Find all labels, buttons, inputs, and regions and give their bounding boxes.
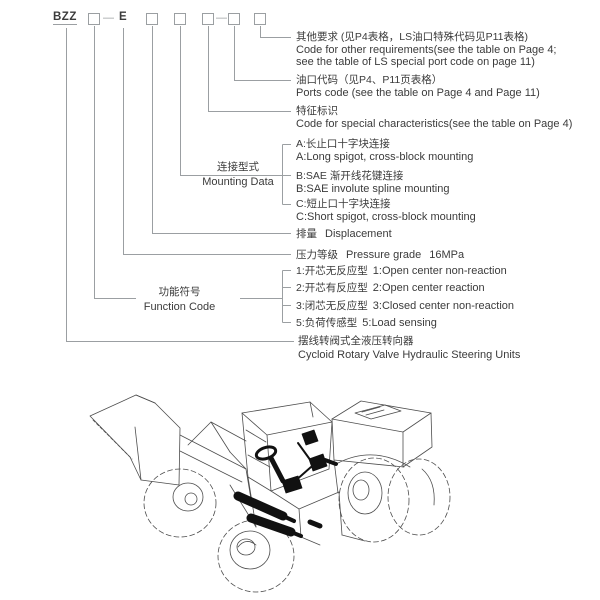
function-code-label-cn: 功能符号 <box>158 286 201 298</box>
hydraulic-cylinder-2 <box>246 513 296 537</box>
code-box-other <box>254 13 266 25</box>
mounting-option-a-en: A:Long spigot, cross-block mounting <box>296 150 474 163</box>
annotation-product-cn: 摆线转阀式全液压转向器 <box>298 335 414 347</box>
function-code-label: 功能符号 Function Code <box>143 286 216 313</box>
annotation-other-requirements-cn: 其他要求 (见P4表格，LS油口特殊代码见P11表格) <box>296 31 528 43</box>
annotation-ports-code-en: Ports code (see the table on Page 4 and … <box>296 86 540 99</box>
engine-compartment <box>331 400 433 494</box>
connector-ports-code <box>234 26 291 81</box>
code-letter-e: E <box>119 11 128 23</box>
annotation-product-en: Cycloid Rotary Valve Hydraulic Steering … <box>298 348 521 361</box>
hydraulic-cylinder-1 <box>233 491 288 521</box>
code-separator-2: — <box>216 12 227 24</box>
mounting-option-a: A:长止口十字块连接 A:Long spigot, cross-block mo… <box>296 138 473 163</box>
mounting-option-a-cn: A:长止口十字块连接 <box>296 138 390 150</box>
mounting-data-label-cn: 连接型式 <box>217 161 259 173</box>
front-near-wheel <box>217 519 295 593</box>
code-box-mounting <box>174 13 186 25</box>
connector-special-characteristics <box>208 26 291 112</box>
connector-displacement <box>152 26 291 234</box>
wheel-loader-illustration <box>89 394 451 593</box>
annotation-special-characteristics: 特征标识 Code for special characteristics(se… <box>296 105 572 130</box>
function-option-2: 2:开芯有反应型 2:Open center reaction <box>296 281 485 295</box>
annotation-special-characteristics-en: Code for special characteristics(see the… <box>296 117 573 130</box>
function-option-5-en: 5:Load sensing <box>362 317 437 329</box>
mounting-option-c: C:短止口十字块连接 C:Short spigot, cross-block m… <box>296 198 476 223</box>
function-option-3-en: 3:Closed center non-reaction <box>372 300 515 312</box>
function-bracket <box>282 270 291 323</box>
mounting-option-b-cn: B:SAE 渐开线花键连接 <box>296 170 404 182</box>
connector-other-requirements <box>260 26 291 38</box>
mounting-option-b: B:SAE 渐开线花键连接 B:SAE involute spline moun… <box>296 170 449 195</box>
function-option-5: 5:负荷传感型 5:Load sensing <box>296 316 437 330</box>
function-option-1: 1:开芯无反应型 1:Open center non-reaction <box>296 264 507 278</box>
code-box-special <box>202 13 214 25</box>
annotation-other-requirements: 其他要求 (见P4表格，LS油口特殊代码见P11表格) Code for oth… <box>296 31 557 69</box>
code-prefix: BZZ <box>53 11 77 25</box>
annotation-product: 摆线转阀式全液压转向器 Cycloid Rotary Valve Hydraul… <box>298 335 520 362</box>
bucket <box>89 394 181 486</box>
code-box-displacement <box>146 13 158 25</box>
front-far-wheel <box>143 468 217 538</box>
rear-near-wheel <box>338 457 410 543</box>
mounting-data-label: 连接型式 Mounting Data <box>200 161 276 188</box>
code-box-function <box>88 13 100 25</box>
connector-product <box>66 28 294 342</box>
annotation-pressure-value: 16MPa <box>429 249 465 261</box>
connector-pressure <box>123 28 291 255</box>
connector-function-left <box>94 26 136 299</box>
annotation-ports-code: 油口代码（见P4、P11页表格） Ports code (see the tab… <box>296 74 540 99</box>
function-option-2-cn: 2:开芯有反应型 <box>296 282 368 294</box>
valve-block-3 <box>301 429 319 446</box>
annotation-other-requirements-en2: see the table of LS special port code on… <box>296 56 535 68</box>
mounting-option-c-cn: C:短止口十字块连接 <box>296 198 391 210</box>
annotation-pressure: 压力等级 Pressure grade 16MPa <box>296 248 464 262</box>
code-separator-1: — <box>103 12 114 24</box>
function-option-1-en: 1:Open center non-reaction <box>372 265 507 277</box>
function-option-5-cn: 5:负荷传感型 <box>296 317 358 329</box>
function-option-2-en: 2:Open center reaction <box>372 282 485 294</box>
boom-linkage <box>179 421 257 528</box>
mounting-option-c-en: C:Short spigot, cross-block mounting <box>296 210 476 223</box>
mounting-bracket <box>282 144 291 205</box>
annotation-displacement-cn: 排量 <box>296 228 317 240</box>
function-option-3: 3:闭芯无反应型 3:Closed center non-reaction <box>296 299 514 313</box>
function-option-1-cn: 1:开芯无反应型 <box>296 265 368 277</box>
annotation-other-requirements-en1: Code for other requirements(see the tabl… <box>296 43 557 56</box>
steering-wheel <box>254 445 278 461</box>
valve-block-1 <box>281 475 303 494</box>
rear-far-wheel <box>387 458 451 536</box>
annotation-pressure-cn: 压力等级 <box>296 249 338 261</box>
annotation-displacement-en: Displacement <box>325 228 392 240</box>
code-box-ports <box>228 13 240 25</box>
annotation-pressure-en: Pressure grade <box>346 249 422 261</box>
annotation-displacement: 排量 Displacement <box>296 227 392 241</box>
function-option-3-cn: 3:闭芯无反应型 <box>296 300 368 312</box>
mounting-option-b-en: B:SAE involute spline mounting <box>296 182 450 195</box>
valve-block-2 <box>308 453 328 472</box>
steering-hydraulics-highlight <box>233 429 338 538</box>
annotation-ports-code-cn: 油口代码（见P4、P11页表格） <box>296 74 443 86</box>
connector-mounting <box>180 26 283 176</box>
annotation-special-characteristics-cn: 特征标识 <box>296 105 338 117</box>
function-code-label-en: Function Code <box>143 301 216 313</box>
steering-column <box>268 455 286 484</box>
cab <box>241 401 333 492</box>
mounting-data-label-en: Mounting Data <box>202 176 274 188</box>
